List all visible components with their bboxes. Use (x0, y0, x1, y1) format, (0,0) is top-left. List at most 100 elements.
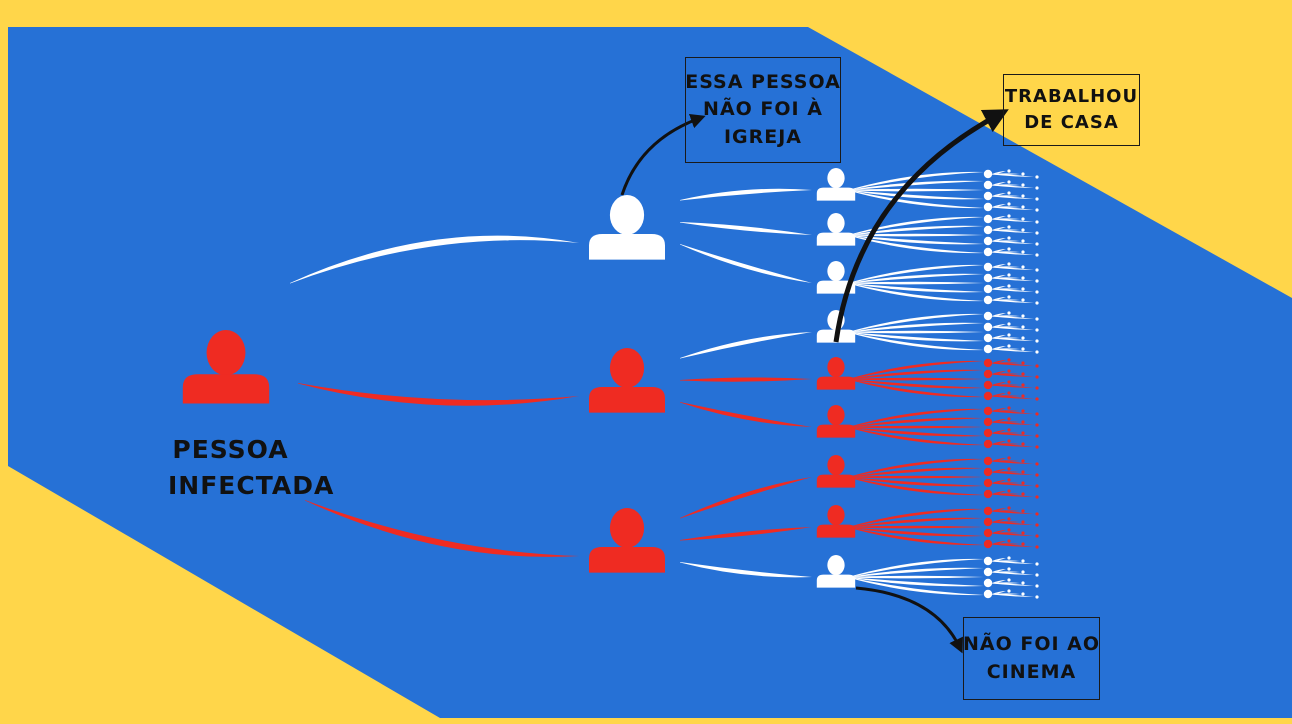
gen5-person-dot (1007, 578, 1011, 582)
gen5-person-dot (1007, 467, 1011, 471)
gen4-person-dot (983, 333, 993, 343)
gen5-person-dot (1035, 523, 1039, 527)
annotation-did-not-go-to-cinema: NÃO FOI AO CINEMA (963, 617, 1100, 700)
edge-gen4-to-gen5 (992, 396, 1034, 399)
edge-gen4-to-gen5 (992, 286, 1006, 290)
gen2-person-icon (589, 508, 665, 573)
gen5-person-dot (1021, 570, 1025, 574)
edge-gen4-to-gen5 (992, 393, 1006, 397)
edge-gen4-to-gen5 (992, 289, 1034, 292)
gen3-person-icon (816, 168, 856, 201)
gen5-person-dot (1007, 380, 1011, 384)
edge-gen4-to-gen5 (992, 327, 1034, 330)
gen5-person-dot (1035, 350, 1039, 354)
gen5-person-dot (1035, 445, 1039, 449)
shoulders-shape (816, 187, 856, 201)
gen5-person-dot (1007, 528, 1011, 532)
gen4-person-dot (983, 578, 993, 588)
gen5-person-dot (1007, 191, 1011, 195)
gen5-person-dot (1021, 172, 1025, 176)
arrow-to-church-note (620, 114, 706, 196)
edge-gen4-to-gen5 (992, 363, 1034, 366)
gen4-person-dot (983, 262, 993, 272)
edge-gen4-to-gen5 (992, 483, 1034, 486)
edge-gen4-to-gen5 (992, 519, 1006, 523)
edge-gen4-to-gen5 (992, 300, 1034, 303)
gen5-person-dot (1007, 169, 1011, 173)
edge-gen4-to-gen5 (992, 583, 1034, 586)
gen5-person-dot (1007, 214, 1011, 218)
gen4-person-dot (983, 284, 993, 294)
gen5-person-dot (1021, 592, 1025, 596)
edge-gen4-to-gen5 (992, 360, 1006, 364)
edge-gen4-to-gen5 (992, 241, 1034, 244)
edge-gen3-to-gen4 (848, 235, 984, 245)
edge-gen3-to-gen4 (848, 281, 984, 285)
edge-gen4-to-gen5 (992, 182, 1006, 186)
gen4-person-dot (983, 180, 993, 190)
gen5-person-dot (1035, 584, 1039, 588)
gen5-person-dot (1007, 369, 1011, 373)
gen4-person-dot (983, 380, 993, 390)
gen5-person-dot (1007, 202, 1011, 206)
annotation-arrows (620, 109, 1009, 654)
church-line1: ESSA PESSOA (685, 70, 841, 93)
gen5-person-dot (1035, 412, 1039, 416)
edge-gen4-to-gen5 (992, 230, 1034, 233)
gen5-person-dot (1035, 208, 1039, 212)
gen5-person-dot (1035, 328, 1039, 332)
edge-gen4-to-gen5 (992, 382, 1006, 386)
edge-gen2-to-gen3 (680, 377, 812, 382)
edge-gen3-to-gen4 (848, 330, 984, 334)
edge-gen4-to-gen5 (992, 267, 1034, 270)
head-shape (609, 348, 645, 388)
head-shape (827, 455, 845, 476)
annotation-did-not-go-to-church: ESSA PESSOA NÃO FOI À IGREJA (685, 57, 841, 163)
edge-gen4-to-gen5 (992, 530, 1006, 534)
edge-gen3-to-gen4 (848, 417, 984, 428)
edge-gen4-to-gen5 (992, 461, 1034, 464)
edge-gen3-to-gen4 (848, 190, 984, 200)
gen5-person-dot (1035, 268, 1039, 272)
gen4-person-dot (983, 528, 993, 538)
shoulders-shape (589, 233, 665, 260)
edge-gen4-to-gen5 (992, 444, 1034, 447)
gen4-person-dot (983, 506, 993, 516)
gen5-person-dot (1007, 456, 1011, 460)
gen5-person-dot (1007, 556, 1011, 560)
edge-gen3-to-gen4 (848, 180, 984, 191)
gen5-person-dot (1021, 459, 1025, 463)
edge-gen4-to-gen5 (992, 441, 1006, 445)
head-shape (827, 213, 845, 234)
gen5-person-dot (1035, 545, 1039, 549)
gen5-person-dot (1021, 205, 1025, 209)
edge-gen4-to-gen5 (992, 458, 1006, 462)
edge-gen4-to-gen5 (992, 569, 1006, 573)
gen5-person-dot (1007, 344, 1011, 348)
edge-gen4-to-gen5 (992, 238, 1006, 242)
gen5-person-dot (1035, 386, 1039, 390)
gen4-person-dot (983, 358, 993, 368)
gen5-person-dot (1021, 250, 1025, 254)
shoulders-shape (816, 376, 856, 390)
edge-gen3-to-gen4 (848, 425, 984, 429)
edge-gen4-to-gen5 (992, 544, 1034, 547)
edge-gen4-to-gen5 (992, 249, 1006, 253)
gen4-person-dot (983, 202, 993, 212)
shoulders-shape (816, 232, 856, 246)
gen4-person-dot (983, 489, 993, 499)
gen5-person-dot (1021, 581, 1025, 585)
gen5-person-dot (1007, 506, 1011, 510)
gen5-person-dot (1035, 175, 1039, 179)
gen5-person-dot (1021, 314, 1025, 318)
gen5-person-dot (1035, 434, 1039, 438)
gen5-person-dot (1021, 442, 1025, 446)
edge-gen3-to-gen4 (848, 377, 984, 381)
gen5-person-dot (1007, 428, 1011, 432)
gen5-person-dot (1007, 391, 1011, 395)
gen5-person-dot (1035, 220, 1039, 224)
edge-gen4-to-gen5 (992, 193, 1006, 197)
head-shape (609, 508, 645, 548)
edge-gen4-to-gen5 (992, 430, 1006, 434)
